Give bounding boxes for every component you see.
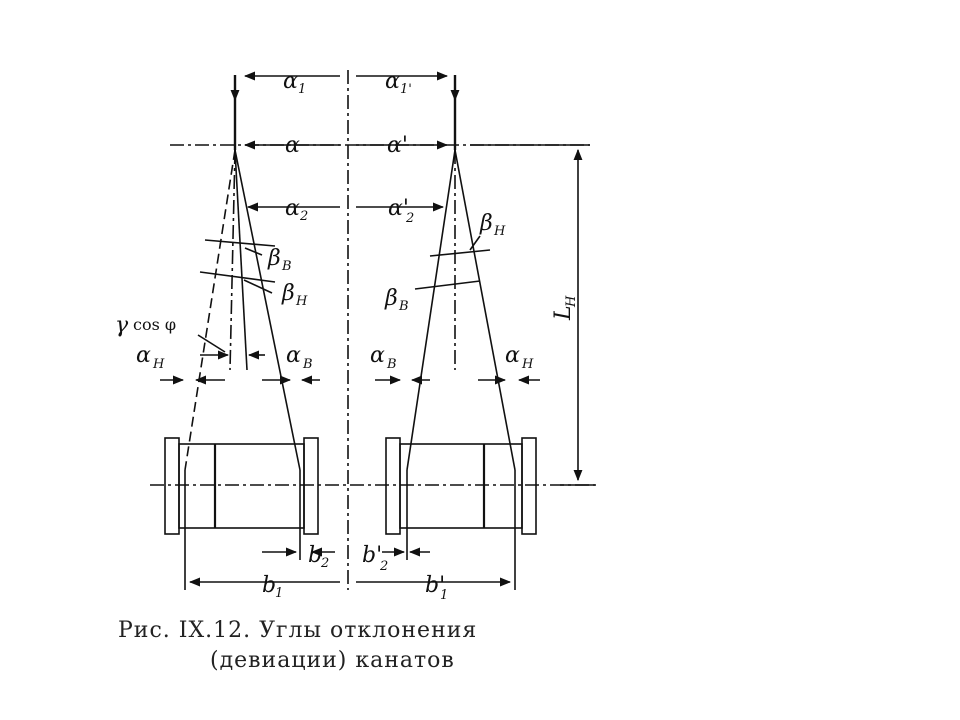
label-a: α [285,133,300,158]
svg-text:H: H [152,357,165,372]
svg-text:1: 1 [298,82,306,97]
left-rope-outer [184,149,236,471]
dimension-labels: α 1 α 1' α α' α 2 α' 2 β B β H β H β B γ… [115,69,579,603]
label-beta-n-right: β [479,211,493,236]
svg-text:H: H [564,295,579,308]
right-rope-inner [406,149,456,471]
label-cos-phi: cos φ [133,315,176,334]
label-beta-v-left: β [267,246,281,271]
svg-text:B: B [302,357,313,372]
right-rope-outer [454,149,516,471]
label-a1: α [283,69,298,94]
svg-text:1: 1 [275,586,283,601]
left-rope-inner [234,149,301,471]
label-a2: α [285,196,300,221]
label-alpha-v-left: α [286,343,301,368]
left-drum [164,437,319,535]
svg-text:2: 2 [320,556,329,571]
svg-text:H: H [295,294,308,309]
svg-text:H: H [493,224,506,239]
svg-text:B: B [398,299,409,314]
label-alpha-n-right: α [505,343,520,368]
label-beta-v-right: β [384,286,398,311]
label-b1: b [262,573,276,598]
label-b2: b [308,543,322,568]
label-alpha-v-right: α [370,343,385,368]
label-a1-prime: α [385,69,400,94]
svg-text:2: 2 [379,559,388,574]
svg-text:B: B [386,357,397,372]
label-gamma: γ [115,313,129,338]
svg-text:B: B [281,259,292,274]
label-beta-n-left: β [281,281,295,306]
figure-caption-line2: (девиации) канатов [210,648,455,673]
label-b1-prime: b' [425,573,445,598]
label-b2-prime: b' [362,543,382,568]
label-a2-prime: α' [388,196,409,221]
label-lh: L [551,305,576,321]
figure-caption-line1: Рис. IX.12. Углы отклонения [118,618,478,643]
svg-text:H: H [521,357,534,372]
svg-text:2: 2 [405,211,414,226]
right-drum [385,437,537,535]
svg-text:1': 1' [400,82,412,97]
svg-text:2: 2 [299,209,308,224]
svg-text:1: 1 [440,588,448,603]
label-alpha-n-left: α [136,343,151,368]
label-a-prime: α' [387,133,408,158]
